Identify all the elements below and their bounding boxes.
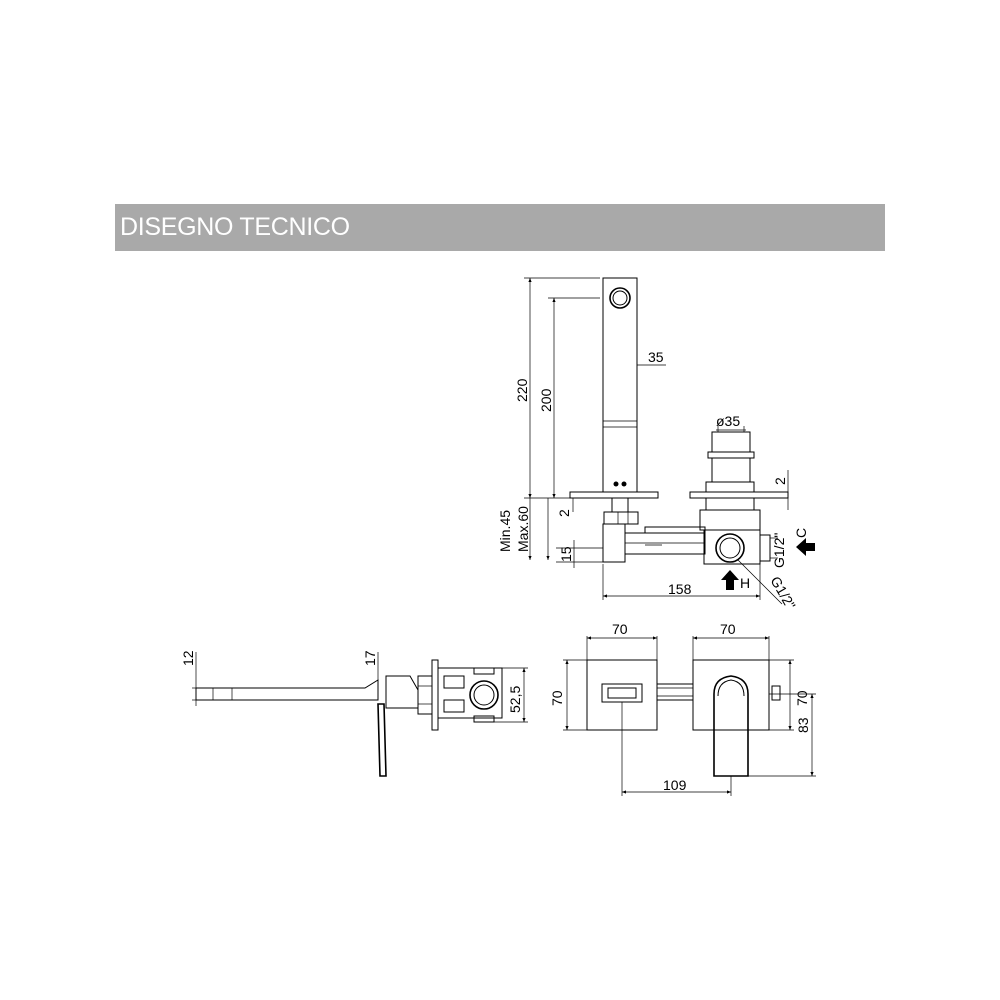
dim-200: 200 bbox=[538, 388, 554, 412]
dim-70-height-left: 70 bbox=[549, 690, 565, 706]
front-view: 220 200 35 ø35 2 2 Min.45 Max.60 15 158 … bbox=[497, 277, 815, 613]
dim-52-5: 52,5 bbox=[507, 686, 523, 713]
dim-83: 83 bbox=[795, 717, 811, 733]
dim-70-height-right: 70 bbox=[794, 690, 810, 706]
label-hot: H bbox=[740, 575, 750, 591]
spout-body bbox=[602, 277, 638, 493]
side-spout bbox=[195, 679, 379, 701]
dim-12: 12 bbox=[180, 650, 196, 666]
mixer-wall-plate bbox=[689, 491, 789, 499]
dim-158: 158 bbox=[668, 581, 692, 597]
dim-15: 15 bbox=[558, 546, 574, 562]
spout-outlet-icon bbox=[609, 287, 631, 309]
side-lever-body bbox=[385, 675, 419, 709]
dim-109: 109 bbox=[663, 777, 687, 793]
plates-view: 70 70 70 70 83 109 bbox=[549, 621, 816, 796]
dim-max-60: Max.60 bbox=[515, 506, 531, 552]
side-view: 12 17 52,5 bbox=[180, 650, 528, 777]
connecting-pipe bbox=[624, 532, 706, 555]
label-cold: C bbox=[793, 528, 809, 538]
cold-inlet-arrow-icon bbox=[796, 538, 815, 556]
dim-2-left: 2 bbox=[556, 509, 572, 517]
side-wall-plate bbox=[431, 659, 439, 731]
spout-elbow bbox=[602, 523, 626, 563]
side-inlet-icon bbox=[469, 680, 499, 710]
cartridge-top bbox=[711, 431, 751, 453]
dim-220: 220 bbox=[514, 378, 530, 402]
thread-label-bottom: G1/2" bbox=[767, 574, 799, 613]
right-wall-plate bbox=[692, 659, 770, 731]
hot-inlet-arrow-icon bbox=[721, 570, 739, 590]
dim-17: 17 bbox=[362, 650, 378, 666]
dim-2-right: 2 bbox=[772, 477, 788, 485]
spout-wall-plate bbox=[569, 491, 659, 499]
section-header-banner: DISEGNO TECNICO bbox=[115, 204, 885, 251]
mixer-body bbox=[703, 529, 761, 565]
thread-label-top: G1/2" bbox=[771, 533, 787, 568]
dim-min-45: Min.45 bbox=[497, 510, 513, 552]
dim-70-right: 70 bbox=[720, 621, 736, 637]
dim-35: 35 bbox=[648, 349, 664, 365]
mixer-lever bbox=[713, 675, 749, 777]
side-lever-handle bbox=[377, 703, 387, 777]
section-title: DISEGNO TECNICO bbox=[120, 213, 350, 241]
hot-inlet-icon bbox=[715, 533, 745, 563]
dim-diameter-35: ø35 bbox=[716, 413, 740, 429]
dim-70-left: 70 bbox=[612, 621, 628, 637]
